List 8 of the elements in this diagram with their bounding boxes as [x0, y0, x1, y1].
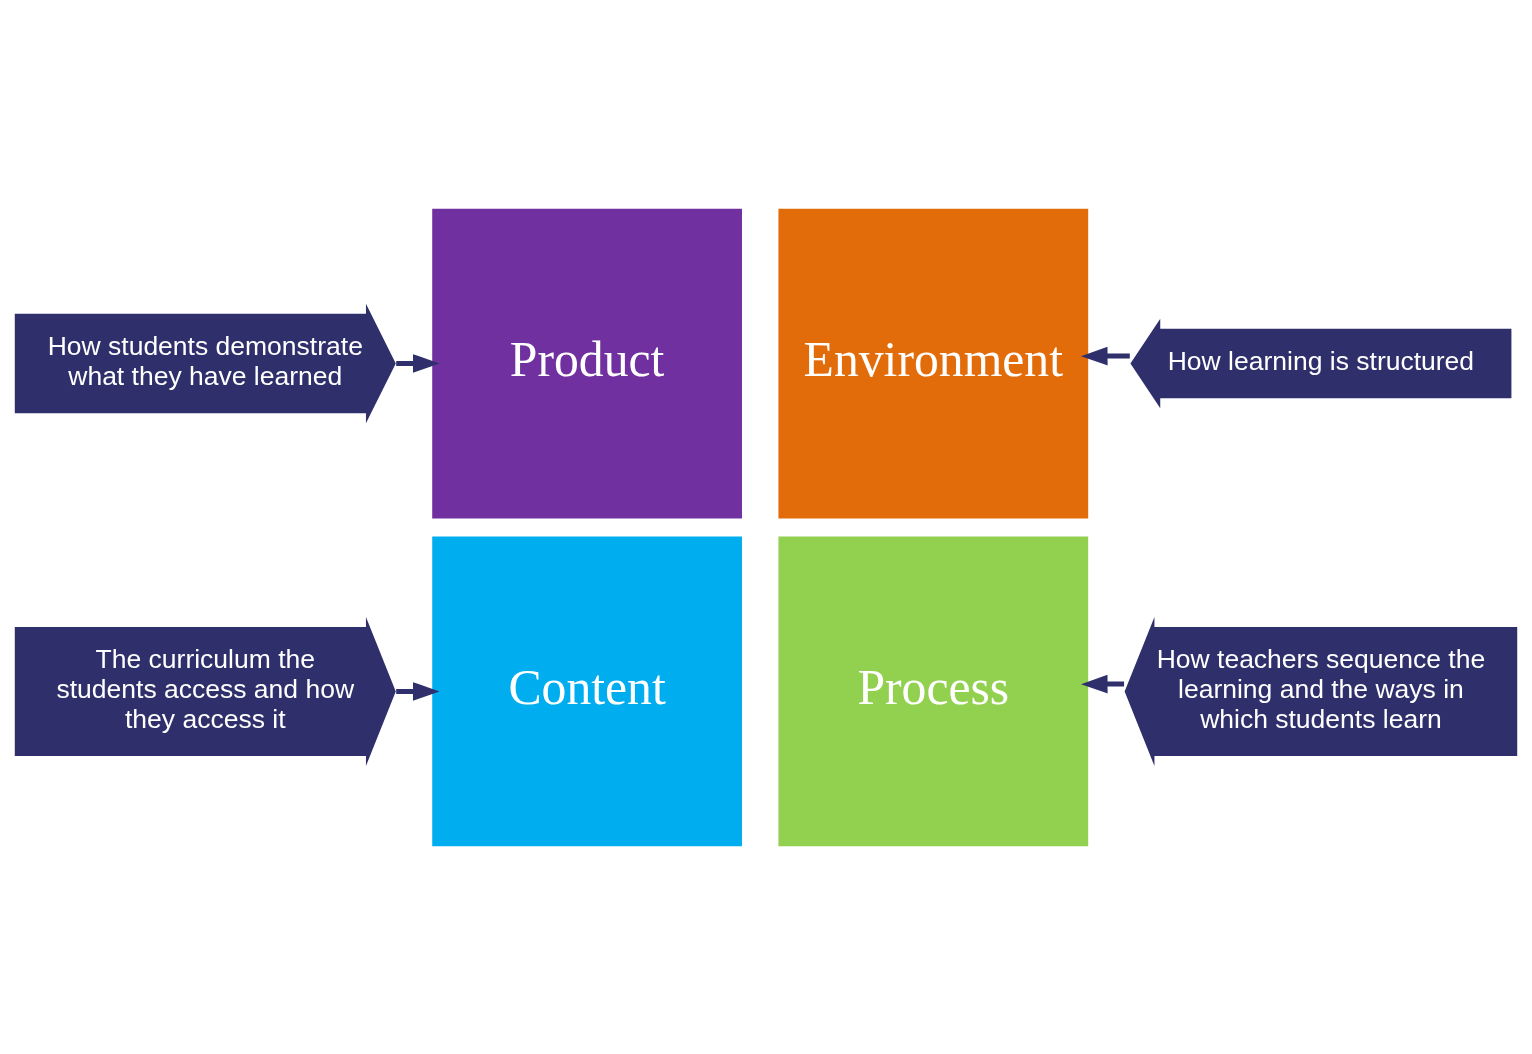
- arrow: [396, 353, 440, 373]
- arrow: [1081, 674, 1125, 693]
- arrow: [1080, 346, 1130, 365]
- node-box: Product: [432, 208, 742, 518]
- node-box: Process: [778, 536, 1089, 846]
- node-box: Content: [432, 536, 742, 846]
- arrow: [396, 681, 440, 701]
- node-box: Environment: [778, 208, 1089, 518]
